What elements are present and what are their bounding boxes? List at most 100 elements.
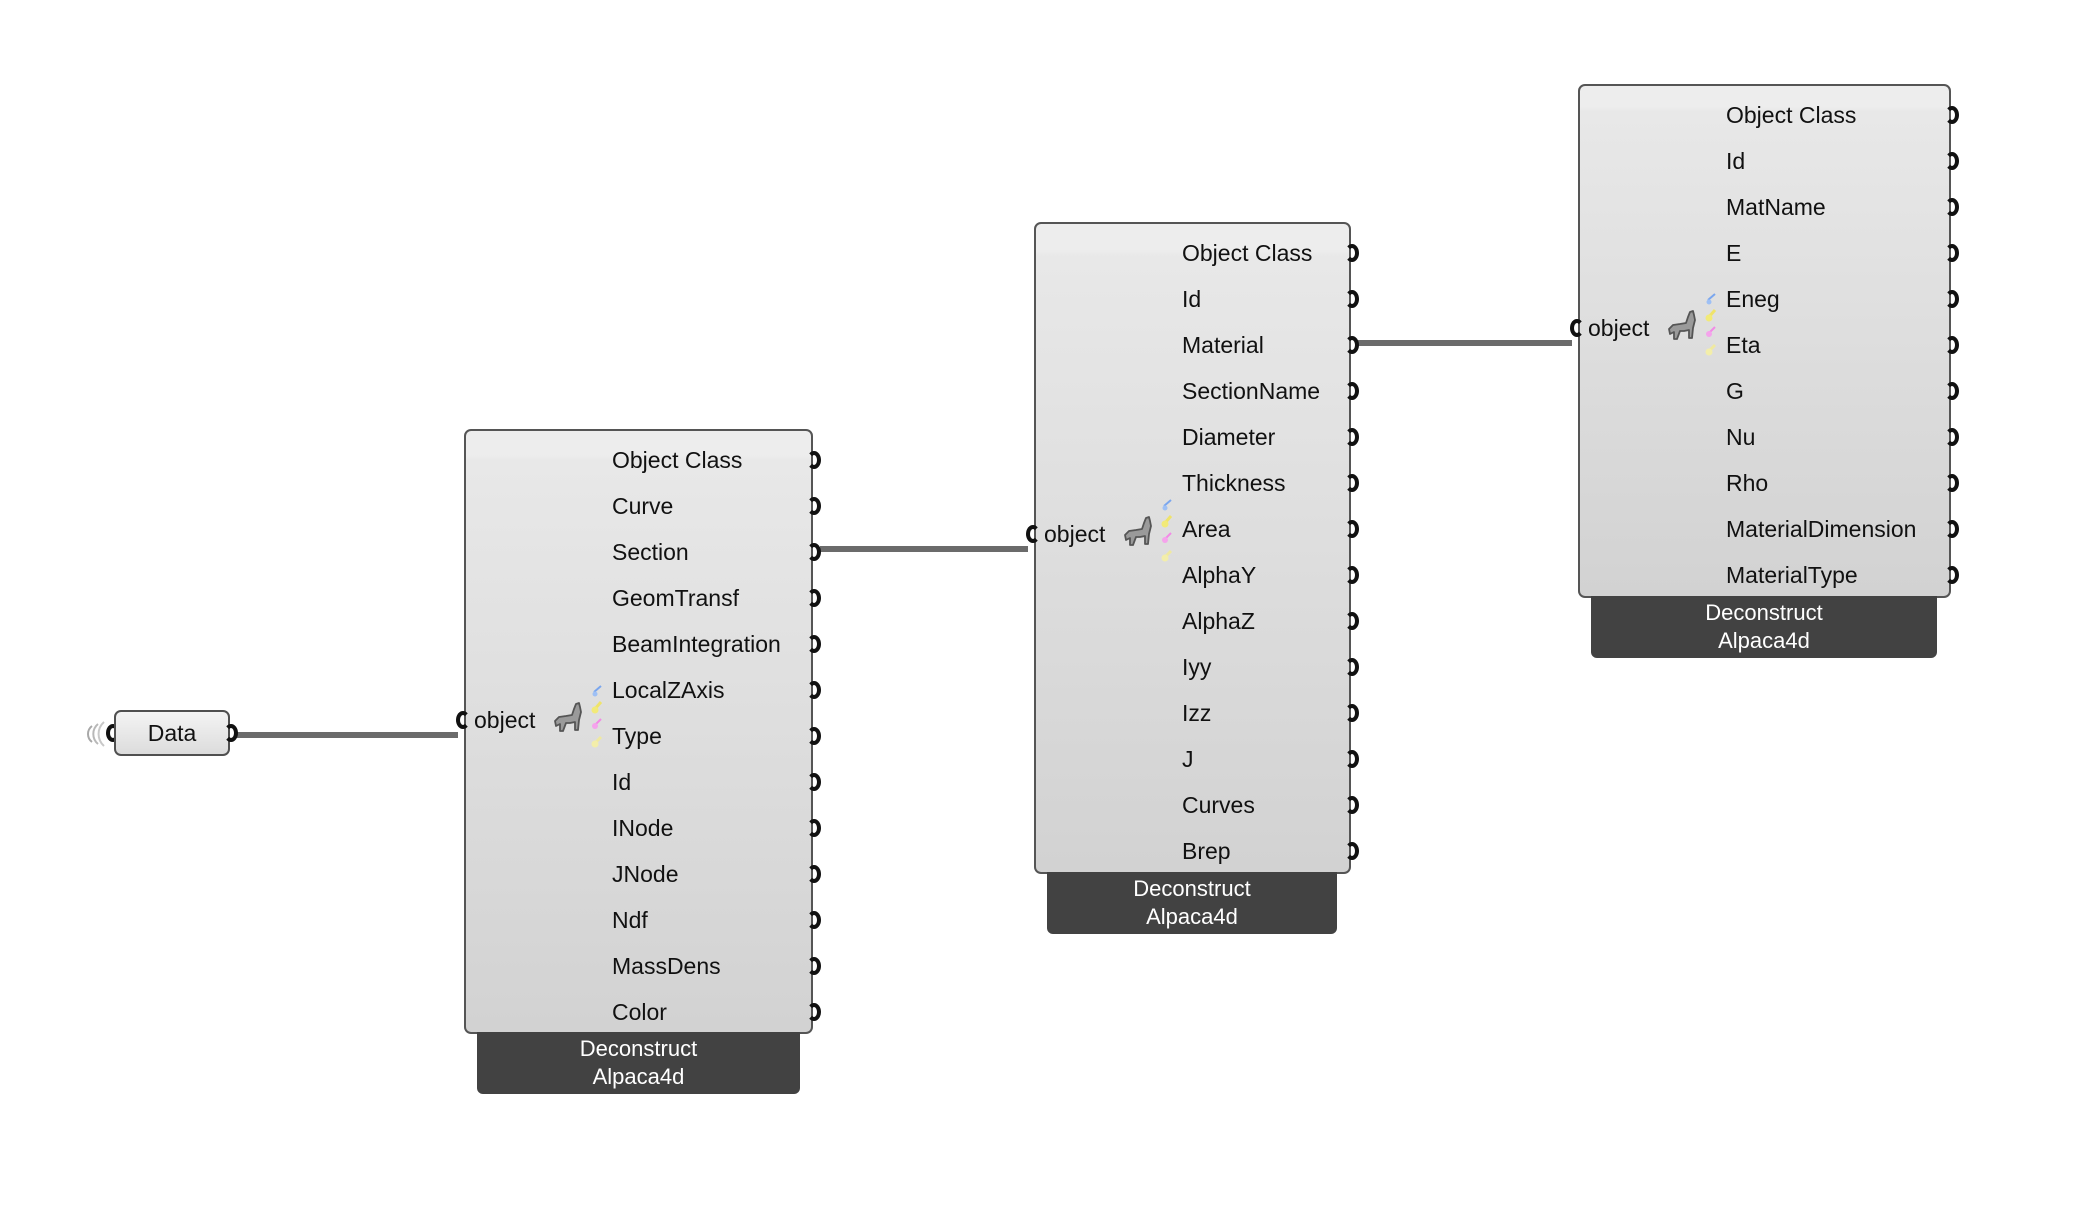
output-port-object-class[interactable] xyxy=(1945,106,1959,124)
output-port-thickness[interactable] xyxy=(1345,474,1359,492)
data-node[interactable]: Data xyxy=(114,710,230,756)
output-port-geomtransf[interactable] xyxy=(807,589,821,607)
output-port-ndf[interactable] xyxy=(807,911,821,929)
component-body[interactable] xyxy=(1578,84,1951,598)
output-section: Section xyxy=(612,539,689,565)
output-brep: Brep xyxy=(1182,838,1231,864)
output-port-beamintegration[interactable] xyxy=(807,635,821,653)
object-input-port[interactable] xyxy=(1026,525,1040,543)
output-port-color[interactable] xyxy=(807,1003,821,1021)
output-port-jnode[interactable] xyxy=(807,865,821,883)
output-port-j[interactable] xyxy=(1345,750,1359,768)
output-matname: MatName xyxy=(1726,194,1826,220)
output-eta: Eta xyxy=(1726,332,1761,358)
component-name-bar: Deconstruct Alpaca4d xyxy=(1591,596,1937,658)
output-material: Material xyxy=(1182,332,1264,358)
object-input-port[interactable] xyxy=(1570,319,1584,337)
output-id: Id xyxy=(1726,148,1746,174)
output-iyy: Iyy xyxy=(1182,654,1212,680)
output-alphay: AlphaY xyxy=(1182,562,1257,588)
output-port-sectionname[interactable] xyxy=(1345,382,1359,400)
output-localzaxis: LocalZAxis xyxy=(612,677,725,703)
music-notes-icon xyxy=(1160,496,1174,566)
output-id: Id xyxy=(1182,286,1202,312)
component-name-line2: Alpaca4d xyxy=(1718,628,1810,653)
output-diameter: Diameter xyxy=(1182,424,1276,450)
output-alphaz: AlphaZ xyxy=(1182,608,1255,634)
output-port-alphaz[interactable] xyxy=(1345,612,1359,630)
output-g: G xyxy=(1726,378,1744,404)
output-port-curve[interactable] xyxy=(807,497,821,515)
broadcast-waves-icon xyxy=(87,721,105,747)
output-port-object-class[interactable] xyxy=(807,451,821,469)
output-rho: Rho xyxy=(1726,470,1769,496)
output-port-e[interactable] xyxy=(1945,244,1959,262)
output-port-alphay[interactable] xyxy=(1345,566,1359,584)
output-port-iyy[interactable] xyxy=(1345,658,1359,676)
output-beamintegration: BeamIntegration xyxy=(612,631,781,657)
output-port-materialtype[interactable] xyxy=(1945,566,1959,584)
output-port-curves[interactable] xyxy=(1345,796,1359,814)
output-geomtransf: GeomTransf xyxy=(612,585,739,611)
output-port-eneg[interactable] xyxy=(1945,290,1959,308)
output-eneg: Eneg xyxy=(1726,286,1780,312)
component-name-line2: Alpaca4d xyxy=(1146,904,1238,929)
alpaca-icon xyxy=(1120,514,1156,550)
output-port-material[interactable] xyxy=(1345,336,1359,354)
output-port-rho[interactable] xyxy=(1945,474,1959,492)
output-port-izz[interactable] xyxy=(1345,704,1359,722)
output-port-localzaxis[interactable] xyxy=(807,681,821,699)
output-port-section[interactable] xyxy=(807,543,821,561)
component-body[interactable] xyxy=(464,429,813,1034)
component-name-line1: Deconstruct xyxy=(579,1036,698,1061)
output-color: Color xyxy=(612,999,667,1025)
data-output-port[interactable] xyxy=(224,724,238,742)
component-name-line1: Deconstruct xyxy=(1133,876,1251,901)
output-port-eta[interactable] xyxy=(1945,336,1959,354)
output-port-g[interactable] xyxy=(1945,382,1959,400)
component-name-bar: Deconstruct Alpaca4d xyxy=(1047,872,1337,934)
music-notes-icon xyxy=(1704,290,1718,360)
music-notes-icon xyxy=(590,682,604,752)
output-area: Area xyxy=(1182,516,1231,542)
output-port-id[interactable] xyxy=(1345,290,1359,308)
output-port-materialdimension[interactable] xyxy=(1945,520,1959,538)
alpaca-icon xyxy=(550,700,586,736)
output-curves: Curves xyxy=(1182,792,1255,818)
output-port-area[interactable] xyxy=(1345,520,1359,538)
output-port-brep[interactable] xyxy=(1345,842,1359,860)
object-input-port[interactable] xyxy=(456,711,470,729)
component-name-line2: Alpaca4d xyxy=(592,1064,685,1089)
output-port-id[interactable] xyxy=(1945,152,1959,170)
data-input-port[interactable] xyxy=(106,724,120,742)
object-input-label: object xyxy=(1588,315,1650,341)
output-port-nu[interactable] xyxy=(1945,428,1959,446)
output-port-type[interactable] xyxy=(807,727,821,745)
component-name-line1: Deconstruct xyxy=(1705,600,1823,625)
output-massdens: MassDens xyxy=(612,953,721,979)
output-port-massdens[interactable] xyxy=(807,957,821,975)
output-materialdimension: MaterialDimension xyxy=(1726,516,1917,542)
component-body[interactable] xyxy=(1034,222,1351,874)
output-nu: Nu xyxy=(1726,424,1756,450)
object-input-label: object xyxy=(474,707,536,733)
output-jnode: JNode xyxy=(612,861,679,887)
output-izz: Izz xyxy=(1182,700,1212,726)
alpaca-icon xyxy=(1664,308,1700,344)
output-port-inode[interactable] xyxy=(807,819,821,837)
output-id: Id xyxy=(612,769,632,795)
data-node-label: Data xyxy=(147,719,197,746)
output-ndf: Ndf xyxy=(612,907,648,933)
output-port-object-class[interactable] xyxy=(1345,244,1359,262)
output-port-id[interactable] xyxy=(807,773,821,791)
output-materialtype: MaterialType xyxy=(1726,562,1858,588)
output-e: E xyxy=(1726,240,1742,266)
output-type: Type xyxy=(612,723,662,749)
object-input-label: object xyxy=(1044,521,1106,547)
output-object-class: Object Class xyxy=(1726,102,1857,128)
output-port-diameter[interactable] xyxy=(1345,428,1359,446)
output-port-matname[interactable] xyxy=(1945,198,1959,216)
output-object-class: Object Class xyxy=(1182,240,1313,266)
output-thickness: Thickness xyxy=(1182,470,1286,496)
output-object-class: Object Class xyxy=(612,447,743,473)
